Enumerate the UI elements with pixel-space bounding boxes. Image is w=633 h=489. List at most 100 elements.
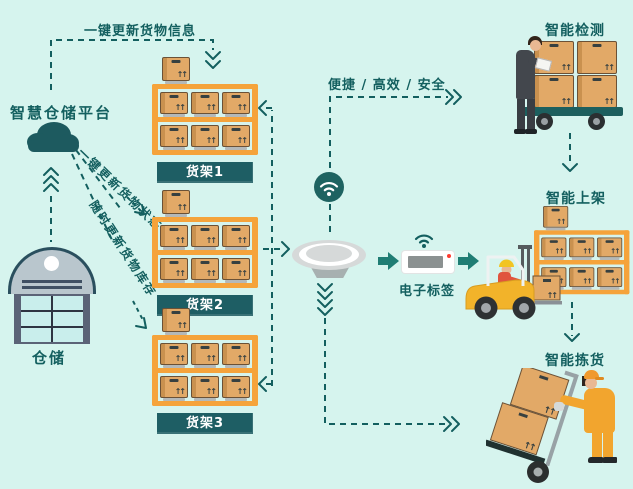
pallet: [225, 147, 247, 150]
pallet: [194, 398, 216, 401]
cargo-box: ↑↑: [160, 225, 188, 247]
box-slot: [171, 193, 181, 196]
pallet: [599, 287, 620, 290]
warehouse-stripe: [22, 286, 82, 289]
inspector-leg: [527, 99, 535, 130]
pallet: [194, 247, 216, 250]
box-up-arrows-icon: ↑↑: [236, 103, 248, 113]
box-slot: [200, 379, 210, 382]
shelf-beam: [152, 217, 258, 222]
worker-cap-brim: [595, 377, 604, 380]
hand-truck-frame: ↑↑ ↑↑: [486, 368, 579, 467]
box-up-arrows-icon: ↑↑: [236, 269, 248, 279]
box-up-arrows-icon: ↑↑: [205, 269, 217, 279]
cargo-box: ↑↑: [162, 57, 190, 81]
cargo-box: ↑↑: [191, 343, 219, 365]
worker-shoe: [602, 457, 617, 463]
shelf-beam: [152, 401, 258, 406]
station-label-picking: 智能拣货: [545, 353, 605, 369]
box-slot: [169, 261, 179, 264]
cargo-box: ↑↑: [160, 258, 188, 280]
hand-truck-icon: ↑↑ ↑↑: [486, 368, 579, 483]
cargo-box: ↑↑: [569, 267, 595, 287]
platform-title: 智慧仓储平台: [10, 104, 113, 122]
box-up-arrows-icon: ↑↑: [205, 236, 217, 246]
cargo-box: ↑↑: [160, 125, 188, 147]
box-up-arrows-icon: ↑↑: [582, 247, 592, 256]
cargo-box: ↑↑: [569, 237, 595, 258]
box-slot: [171, 60, 181, 63]
box-slot: [169, 379, 179, 382]
inspector-head: [530, 40, 541, 51]
box-slot: [171, 311, 181, 314]
shelf-beam: [152, 283, 258, 288]
cargo-box: ↑↑: [162, 190, 190, 214]
box-up-arrows-icon: ↑↑: [176, 321, 188, 331]
flow-label-update-info: 一键更新货物信息: [84, 24, 197, 39]
box-up-arrows-icon: ↑↑: [174, 136, 186, 146]
cargo-box: ↑↑: [222, 225, 250, 247]
box-up-arrows-icon: ↑↑: [174, 103, 186, 113]
box-slot: [169, 128, 179, 131]
box-up-arrows-icon: ↑↑: [176, 70, 188, 80]
etag-device-icon: [402, 251, 454, 273]
box-slot: [592, 44, 602, 47]
station-label-detection: 智能检测: [545, 23, 605, 39]
shelf-beam: [152, 150, 258, 155]
warehouse-round-window: [44, 256, 59, 271]
shelf-beam: [534, 230, 630, 235]
box-slot: [231, 228, 241, 231]
etag-label: 电子标签: [399, 284, 456, 299]
cargo-box: ↑↑: [162, 308, 190, 332]
cart-wheel: [588, 113, 605, 130]
box-up-arrows-icon: ↑↑: [236, 387, 248, 397]
inspector-leg: [517, 99, 525, 130]
station-label-shelving: 智能上架: [546, 191, 606, 207]
box-slot: [169, 228, 179, 231]
box-slot: [577, 269, 586, 273]
cargo-box: ↑↑: [597, 267, 623, 287]
box-up-arrows-icon: ↑↑: [542, 405, 556, 418]
box-slot: [231, 346, 241, 349]
box-slot: [551, 208, 560, 212]
cargo-box: ↑↑: [543, 206, 569, 228]
box-slot: [231, 128, 241, 131]
pallet: [225, 398, 247, 401]
box-up-arrows-icon: ↑↑: [582, 277, 592, 286]
shelf-beam: [534, 289, 630, 295]
cargo-box: ↑↑: [191, 225, 219, 247]
pallet: [163, 398, 185, 401]
worker-body: [584, 388, 615, 433]
worker-leg: [603, 431, 613, 459]
etag-led: [447, 254, 451, 258]
box-up-arrows-icon: ↑↑: [174, 269, 186, 279]
inspector-shoe: [514, 129, 526, 134]
shelf-name-badge: 货架3: [157, 413, 253, 434]
box-slot: [592, 78, 602, 81]
box-up-arrows-icon: ↑↑: [236, 354, 248, 364]
cargo-box: ↑↑: [191, 92, 219, 114]
box-slot: [605, 269, 614, 273]
cargo-box: ↑↑: [160, 343, 188, 365]
box-up-arrows-icon: ↑↑: [610, 247, 620, 256]
worker-leg: [592, 431, 602, 459]
shelf-name-badge: 货架1: [157, 162, 253, 183]
box-up-arrows-icon: ↑↑: [174, 387, 186, 397]
box-slot: [200, 346, 210, 349]
shelf-3: ↑↑ ↑↑ ↑↑ ↑↑ ↑↑ ↑↑ ↑↑ 货架3: [152, 308, 258, 434]
cargo-box: ↑↑: [534, 75, 574, 108]
shelf-beam: [152, 250, 258, 255]
shelf-1: ↑↑ ↑↑ ↑↑ ↑↑ ↑↑ ↑↑ ↑↑ 货架1: [152, 57, 258, 183]
cargo-box: ↑↑: [222, 376, 250, 398]
cargo-box: ↑↑: [191, 125, 219, 147]
cargo-box: ↑↑: [597, 237, 623, 258]
cargo-box: ↑↑: [222, 92, 250, 114]
pallet: [543, 257, 564, 260]
inspector-shoe: [525, 129, 537, 134]
box-slot: [231, 261, 241, 264]
warehouse-stripe: [22, 280, 82, 283]
pallet: [163, 114, 185, 117]
box-up-arrows-icon: ↑↑: [560, 97, 572, 107]
shelf-2: ↑↑ ↑↑ ↑↑ ↑↑ ↑↑ ↑↑ ↑↑ 货架2: [152, 190, 258, 316]
pallet: [194, 365, 216, 368]
